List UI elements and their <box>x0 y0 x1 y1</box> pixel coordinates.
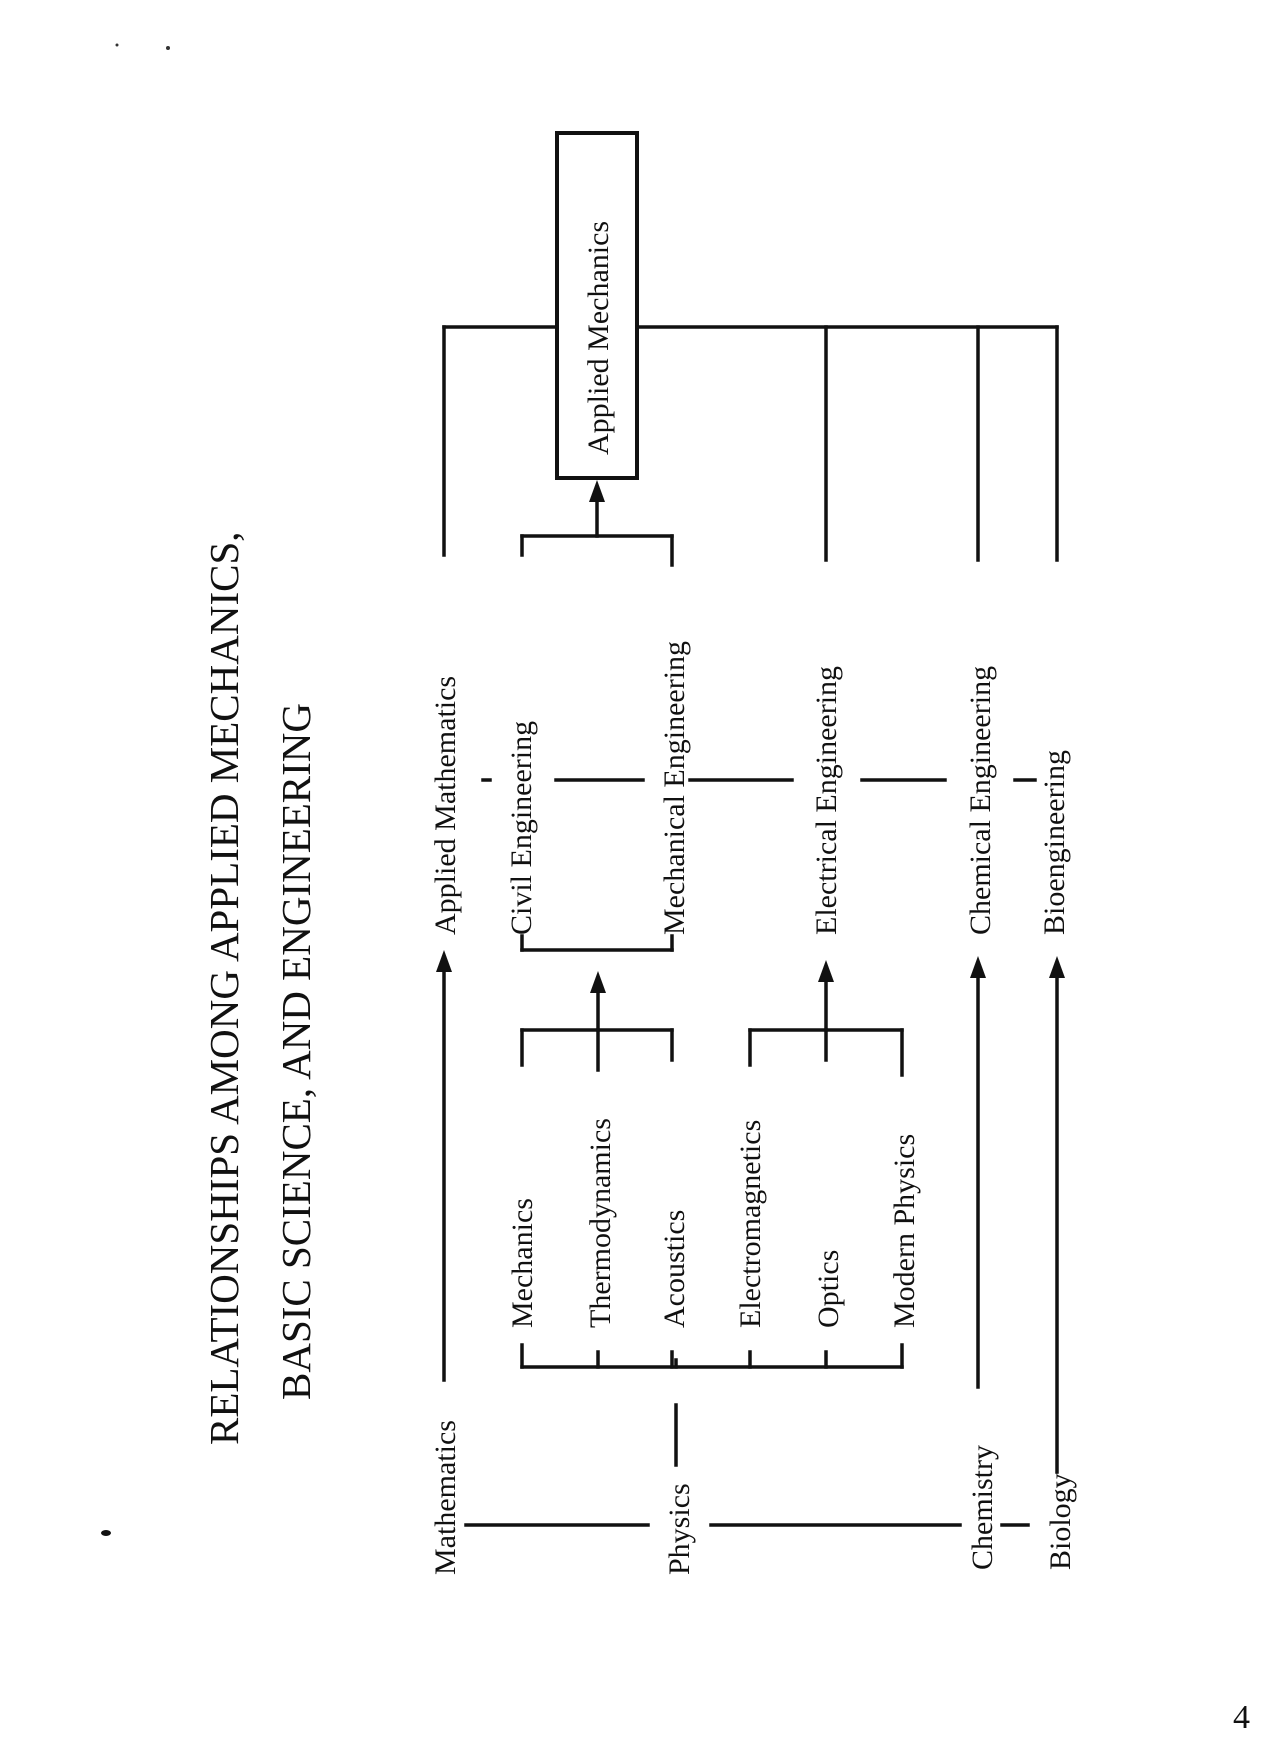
optics-label: Optics <box>812 1250 845 1328</box>
chemistry-label: Chemistry <box>966 1445 999 1570</box>
title-line-2: BASIC SCIENCE, AND ENGINEERING <box>273 703 319 1400</box>
thermodynamics-label: Thermodynamics <box>584 1118 617 1328</box>
title-line-1: RELATIONSHIPS AMONG APPLIED MECHANICS, <box>201 532 247 1446</box>
mathematics-label: Mathematics <box>429 1420 462 1575</box>
applied-mechanics-box <box>555 131 639 480</box>
modern-physics-label: Modern Physics <box>888 1134 921 1328</box>
applied-mathematics-label: Applied Mathematics <box>429 676 462 935</box>
civil-mechanical-upper-bracket <box>520 480 674 567</box>
page-number: 4 <box>1233 1699 1250 1736</box>
mechanics-label: Mechanics <box>506 1198 539 1328</box>
mechanical-branches-bracket <box>520 971 674 1072</box>
electromagnetics-label: Electromagnetics <box>734 1120 767 1328</box>
civil-mechanical-lower-bracket <box>520 934 674 952</box>
electrical-branches-bracket <box>748 960 904 1077</box>
chemistry-to-chemical-eng-arrow <box>970 956 986 1389</box>
acoustics-label: Acoustics <box>658 1210 691 1328</box>
chemical-engineering-label: Chemical Engineering <box>964 666 997 935</box>
speck <box>166 46 170 50</box>
applied-mechanics-bus <box>442 325 1059 562</box>
physics-branch-bracket <box>520 1343 904 1467</box>
civil-engineering-label: Civil Engineering <box>505 721 538 935</box>
biology-label: Biology <box>1044 1473 1077 1570</box>
mathematics-to-applied-math-arrow <box>436 950 452 1382</box>
mechanical-engineering-label: Mechanical Engineering <box>658 641 691 935</box>
speck <box>115 43 119 47</box>
applied-mechanics-label: Applied Mechanics <box>582 221 615 455</box>
ink-mark <box>101 1530 111 1536</box>
biology-to-bioengineering-arrow <box>1049 956 1065 1474</box>
electrical-engineering-label: Electrical Engineering <box>810 666 843 935</box>
bioengineering-label: Bioengineering <box>1038 750 1071 935</box>
physics-label: Physics <box>663 1483 696 1575</box>
